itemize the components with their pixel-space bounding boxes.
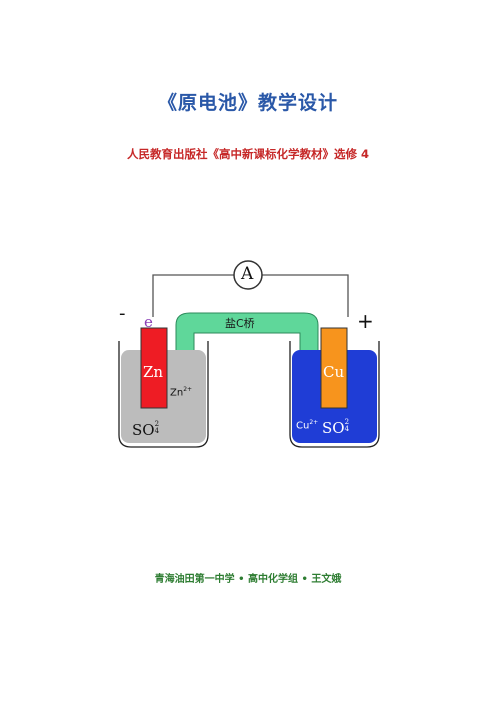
ammeter-label: A xyxy=(241,264,254,284)
zinc-label: Zn xyxy=(143,363,164,381)
document-subtitle: 人民教育出版社《高中新课标化学教材》选修 4 xyxy=(126,147,369,161)
zinc-ion-symbol: Zn xyxy=(170,387,184,399)
copper-ion-symbol: Cu xyxy=(296,420,310,432)
electron-label: e xyxy=(144,313,153,331)
galvanic-cell-drawing xyxy=(118,260,380,448)
ammeter-circle xyxy=(233,260,263,290)
copper-ion-label: Cu2+ xyxy=(296,419,318,431)
copper-label: Cu xyxy=(323,363,345,381)
zinc-ion-charge: 2+ xyxy=(183,386,193,393)
right-beaker xyxy=(289,341,380,448)
copper-ion-charge: 2+ xyxy=(309,419,319,426)
document-title: 《原电池》教学设计 xyxy=(157,92,338,114)
right-sulfate-symbol: SO xyxy=(322,419,345,437)
negative-terminal-sign: - xyxy=(119,303,126,324)
zinc-ion-label: Zn2+ xyxy=(170,386,192,398)
copper-electrode xyxy=(320,327,348,409)
left-beaker xyxy=(118,341,209,448)
salt-bridge-label: 盐C桥 xyxy=(225,317,255,330)
left-sulfate-symbol: SO xyxy=(132,421,155,439)
zinc-electrode xyxy=(140,327,168,409)
positive-terminal-sign: + xyxy=(357,309,374,333)
document-footer: 青海油田第一中学 • 高中化学组 • 王文娥 xyxy=(154,574,342,585)
